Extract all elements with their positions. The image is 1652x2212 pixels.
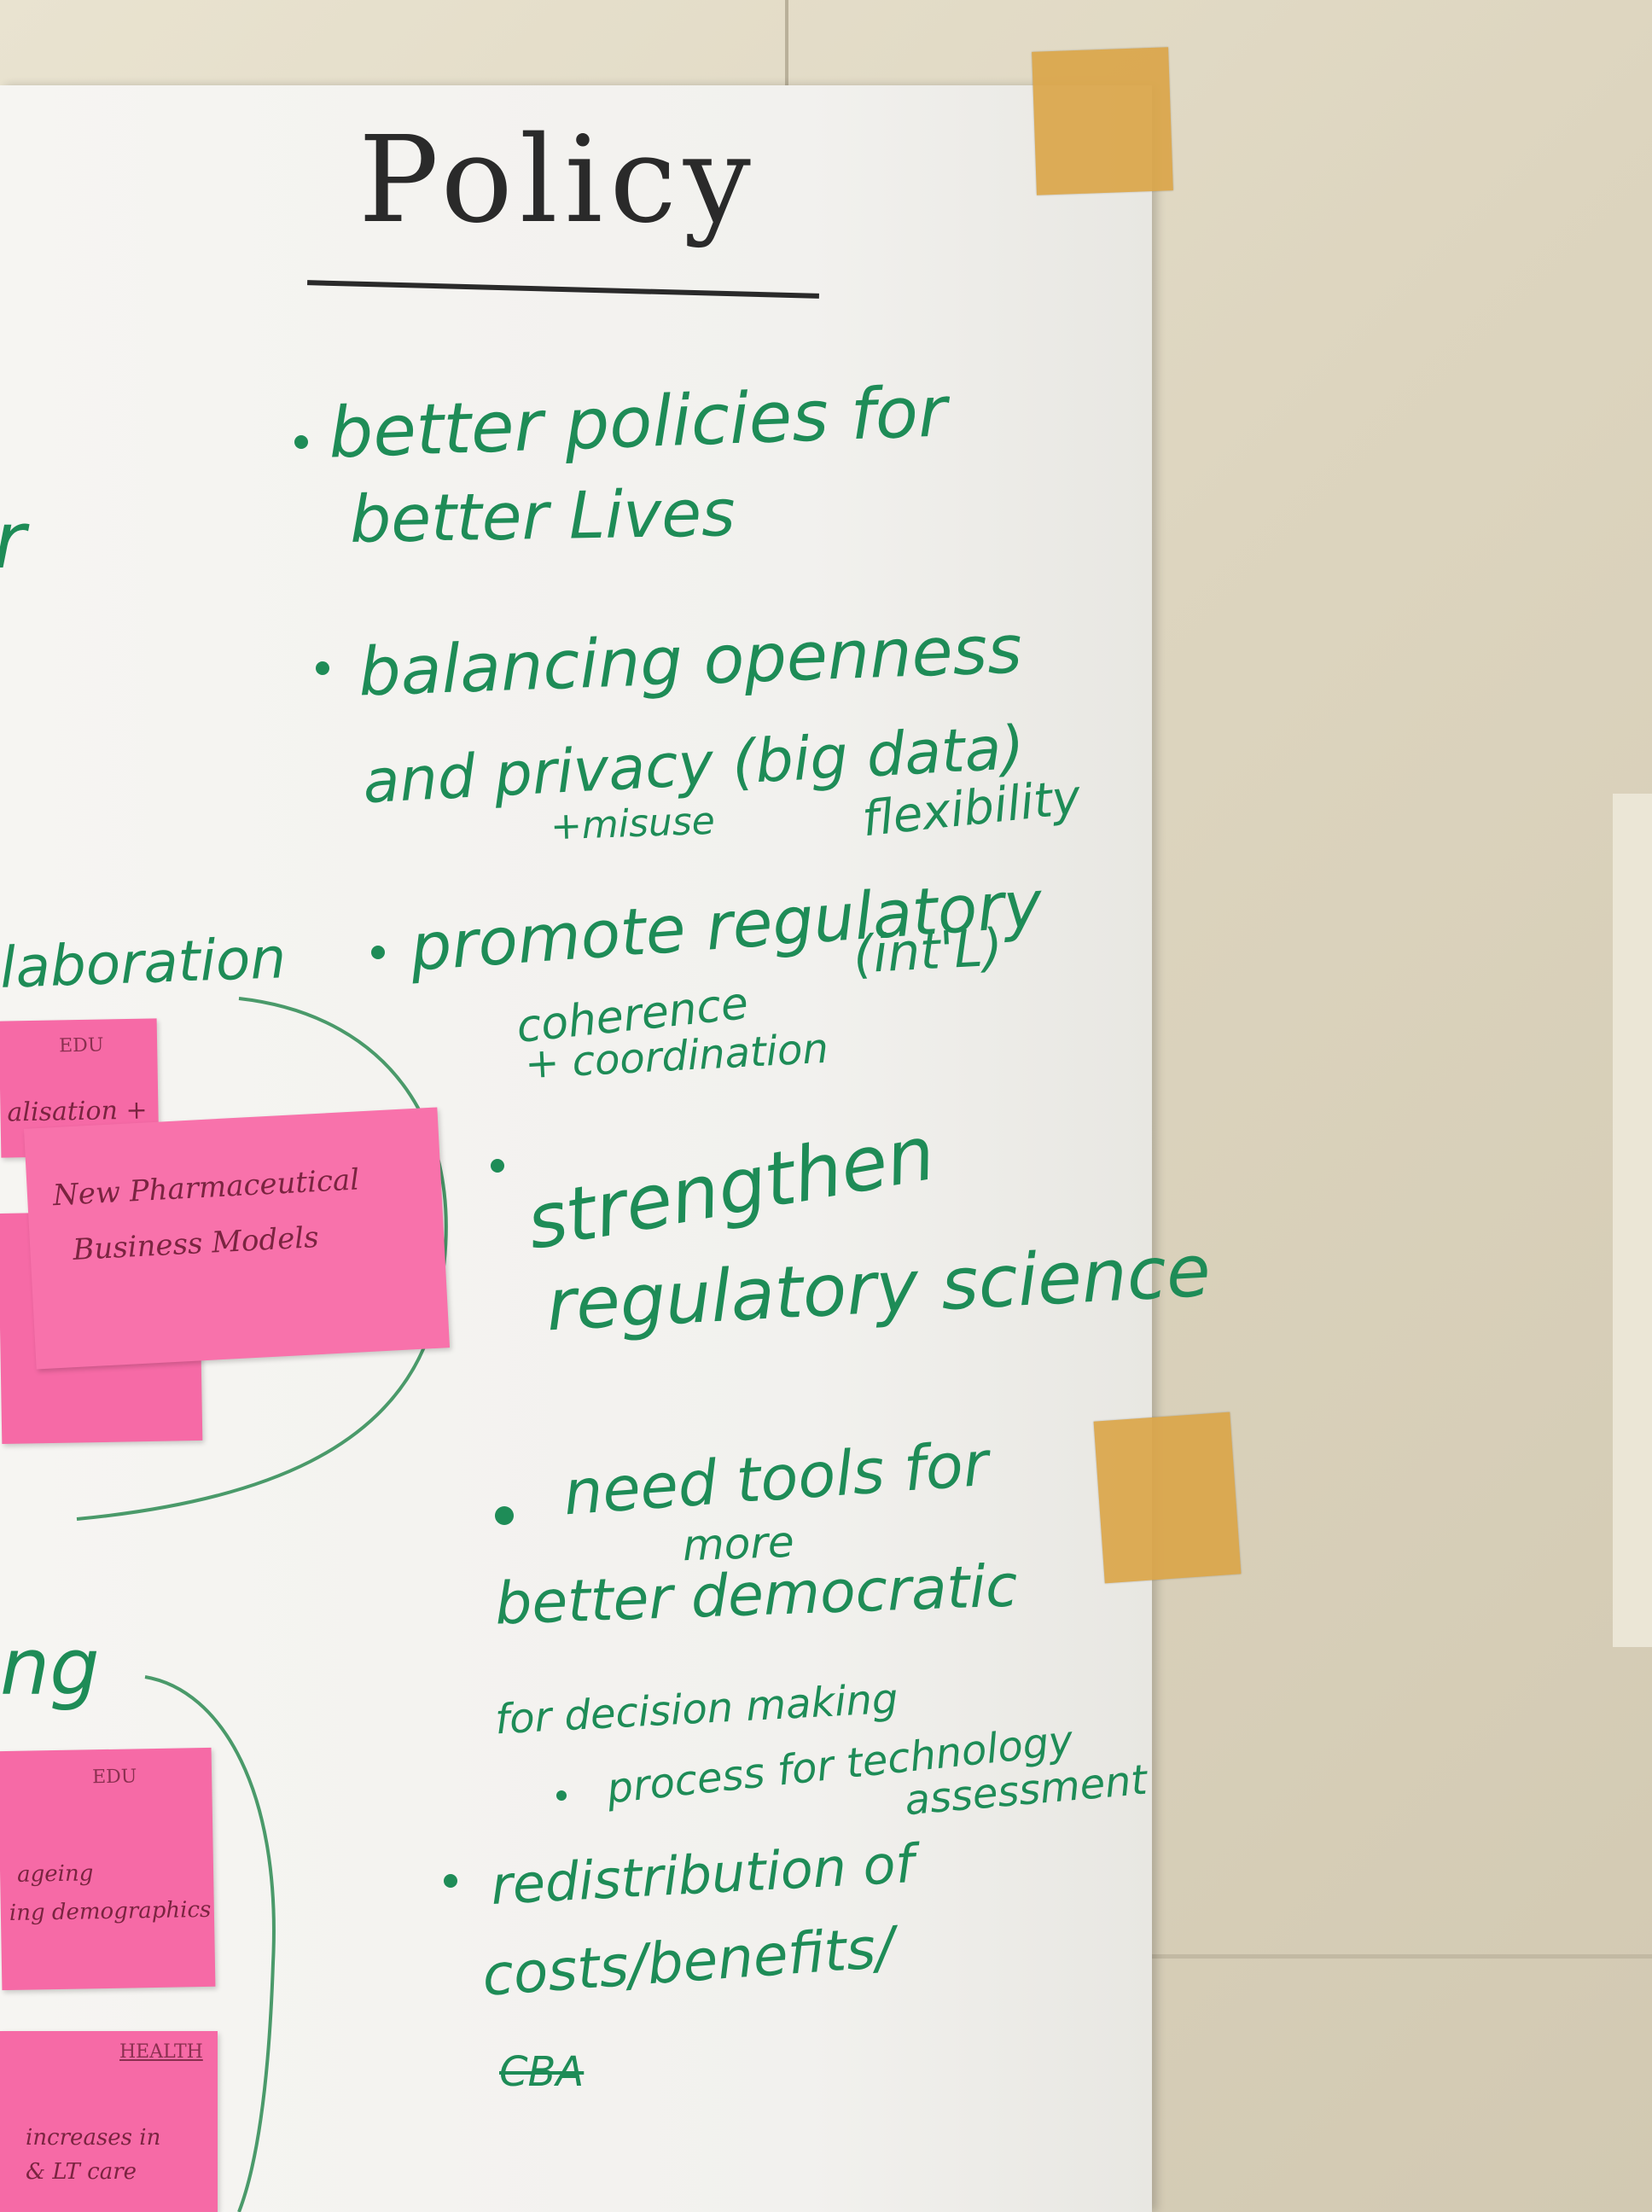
fragment-r: r	[0, 495, 26, 586]
board-title: Policy	[358, 111, 758, 250]
bullet-1	[294, 435, 308, 449]
sticky-note-2: New Pharmaceutical Business Models	[23, 1107, 451, 1370]
bullet-5	[495, 1506, 514, 1525]
bullet-5b	[556, 1790, 567, 1801]
sticky-2-text-2: Business Models	[72, 1220, 320, 1268]
sticky-3-text-1: ageing	[16, 1860, 94, 1888]
bullet-3	[371, 946, 385, 959]
wall-panel-edge	[1613, 794, 1652, 1647]
bullet-4	[491, 1159, 504, 1173]
bullet-2	[316, 661, 329, 675]
sticky-3-tag: EDU	[91, 1766, 137, 1789]
bullet-6	[444, 1874, 457, 1888]
sticky-4-tag: HEALTH	[119, 2041, 203, 2063]
sticky-3-text-2: ing demographics	[9, 1896, 212, 1926]
wall-panel-seam	[1152, 1954, 1652, 1959]
sticky-note-4: HEALTH increases in & LT care	[0, 2031, 218, 2212]
sticky-note-3: EDU ageing ing demographics	[0, 1747, 216, 1991]
sticky-1-tag: EDU	[58, 1034, 104, 1057]
item-6-line-3: CBA	[499, 2048, 585, 2096]
fragment-ng: ng	[0, 1621, 100, 1713]
sticky-4-text-1: increases in	[26, 2125, 161, 2151]
sticky-4-text-2: & LT care	[26, 2159, 137, 2185]
sticky-2-text-1: New Pharmaceutical	[52, 1162, 361, 1214]
